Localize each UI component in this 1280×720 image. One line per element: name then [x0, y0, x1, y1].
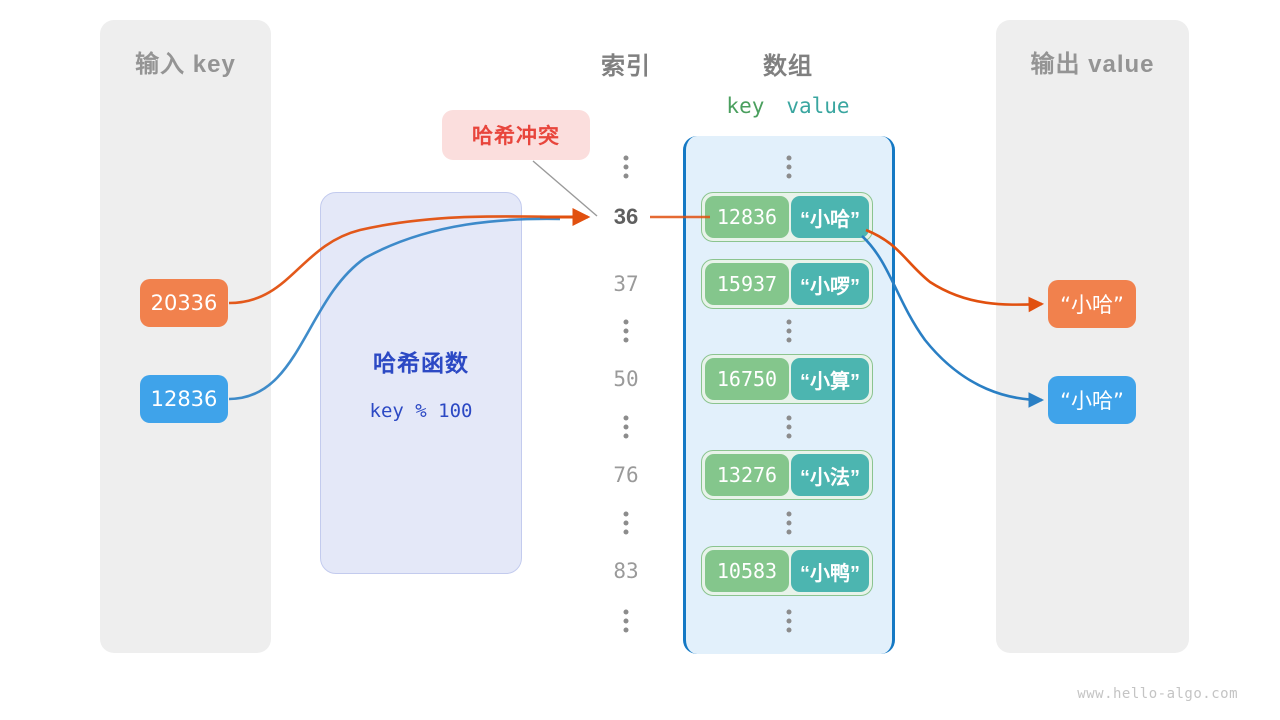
- array-ellipsis: [786, 155, 792, 179]
- bucket-key-76: 13276: [705, 454, 789, 496]
- input-key-1: 12836: [140, 375, 228, 423]
- bucket-value-76: “小法”: [791, 454, 869, 496]
- index-label-36: 36: [613, 204, 639, 229]
- index-ellipsis: [623, 155, 629, 179]
- bucket-entry-83: 10583“小鸭”: [701, 546, 873, 596]
- wire-collision-badge-leader: [532, 160, 598, 217]
- index-label-50: 50: [613, 367, 639, 391]
- array-ellipsis: [786, 609, 792, 633]
- bucket-key-37: 15937: [705, 263, 789, 305]
- input-panel: 输入 key: [100, 20, 271, 653]
- index-ellipsis: [623, 415, 629, 439]
- hash-function-box: 哈希函数 key % 100: [320, 192, 522, 574]
- index-column-heading: 索引: [601, 53, 651, 80]
- index-ellipsis: [623, 609, 629, 633]
- index-label-76: 76: [613, 463, 639, 487]
- hash-collision-badge: 哈希冲突: [442, 110, 590, 160]
- bucket-key-83: 10583: [705, 550, 789, 592]
- array-ellipsis: [786, 319, 792, 343]
- bucket-key-36: 12836: [705, 196, 789, 238]
- output-panel-title: 输出 value: [1030, 51, 1155, 78]
- watermark: www.hello-algo.com: [1077, 686, 1238, 702]
- index-ellipsis: [623, 511, 629, 535]
- key-heading-label: key: [726, 94, 765, 118]
- input-panel-title: 输入 key: [135, 51, 236, 78]
- index-ellipsis: [623, 319, 629, 343]
- input-key-0: 20336: [140, 279, 228, 327]
- hash-function-formula: key % 100: [369, 400, 473, 422]
- bucket-entry-50: 16750“小算”: [701, 354, 873, 404]
- bucket-value-50: “小算”: [791, 358, 869, 400]
- output-value-0: “小哈”: [1048, 280, 1136, 328]
- output-panel: 输出 value: [996, 20, 1189, 653]
- hash-function-title: 哈希函数: [373, 350, 469, 376]
- bucket-key-50: 16750: [705, 358, 789, 400]
- key-value-heading: key value: [726, 94, 849, 118]
- value-heading-label: value: [786, 94, 850, 118]
- bucket-value-37: “小啰”: [791, 263, 869, 305]
- array-column-heading: 数组: [763, 53, 813, 80]
- bucket-entry-37: 15937“小啰”: [701, 259, 873, 309]
- index-label-37: 37: [613, 272, 639, 296]
- bucket-value-83: “小鸭”: [791, 550, 869, 592]
- output-value-1: “小哈”: [1048, 376, 1136, 424]
- array-ellipsis: [786, 415, 792, 439]
- bucket-entry-76: 13276“小法”: [701, 450, 873, 500]
- array-ellipsis: [786, 511, 792, 535]
- bucket-value-36: “小哈”: [791, 196, 869, 238]
- index-label-83: 83: [613, 559, 639, 583]
- bucket-entry-36: 12836“小哈”: [701, 192, 873, 242]
